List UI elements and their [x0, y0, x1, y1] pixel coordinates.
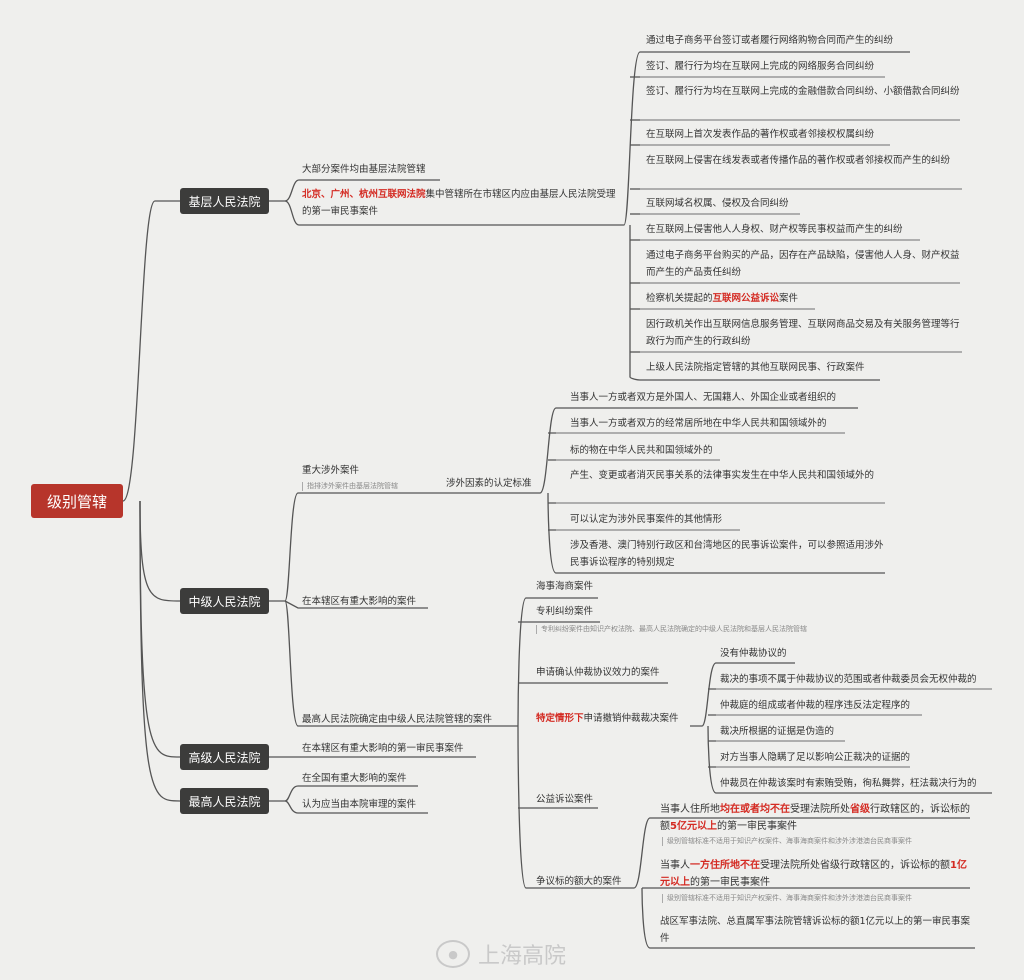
amount-rule-a-text-4: 的第一审民事案件: [716, 821, 797, 832]
criteria-6: 涉及香港、澳门特别行政区和台湾地区的民事诉讼案件，可以参照适用涉外民事诉讼程序的…: [570, 540, 884, 568]
revoke-arbitration-rest: 申请撤销仲裁裁决案件: [583, 713, 679, 724]
foreign-note: 指排涉外案件由基层法院管辖: [302, 482, 398, 491]
public-interest-case: 公益诉讼案件: [536, 794, 594, 805]
internet-case-10: 因行政机关作出互联网信息服务管理、互联网商品交易及有关服务管理等行政行为而产生的…: [646, 319, 960, 347]
amount-rule-c: 战区军事法院、总直属军事法院管辖诉讼标的额1亿元以上的第一审民事案件: [660, 916, 971, 944]
internet-courts-highlight: 北京、广州、杭州互联网法院: [302, 189, 426, 200]
internet-case-9-post: 案件: [779, 293, 799, 304]
watermark-text: 上海高院: [478, 944, 567, 969]
internet-case-8: 通过电子商务平台购买的产品，因存在产品缺陷，侵害他人人身、财产权益而产生的产品责…: [646, 250, 960, 278]
internet-case-2: 签订、履行行为均在互联网上完成的网络服务合同纠纷: [646, 61, 875, 72]
patent-case: 专利纠纷案件: [536, 606, 594, 617]
high-court-node: 高级人民法院: [180, 744, 269, 770]
amount-rule-a-highlight-1: 均在或者均不在: [720, 804, 790, 815]
large-amount-case: 争议标的额大的案件: [536, 876, 622, 887]
public-interest-highlight: 互联网公益诉讼: [712, 293, 780, 304]
supreme-item-2: 认为应当由本院审理的案件: [302, 799, 417, 810]
internet-case-3: 签订、履行行为均在互联网上完成的金融借款合同纠纷、小额借款合同纠纷: [646, 86, 960, 97]
amount-rule-a-text-1: 当事人住所地: [660, 804, 720, 815]
amount-rule-b: 当事人一方住所地不在受理法院所处省级行政辖区的，诉讼标的额1亿元以上的第一审民事…: [660, 857, 972, 891]
intermediate-court-node: 中级人民法院: [180, 588, 269, 614]
specific-circumstances-highlight: 特定情形下: [536, 713, 584, 724]
criteria-4: 产生、变更或者消灭民事关系的法律事实发生在中华人民共和国领域外的: [570, 470, 875, 481]
internet-case-9: 检察机关提起的互联网公益诉讼案件: [646, 290, 798, 307]
amount-rule-b-highlight-2: 1亿元以上: [660, 860, 967, 888]
revoke-reason-2: 裁决的事项不属于仲裁协议的范围或者仲裁委员会无权仲裁的: [720, 674, 977, 685]
amount-rule-a-text-2: 受理法院所处: [790, 804, 850, 815]
supreme-court-node: 最高人民法院: [180, 788, 269, 814]
supreme-item-1: 在全国有重大影响的案件: [302, 773, 407, 784]
criteria-3: 标的物在中华人民共和国领域外的: [570, 445, 713, 456]
criteria-5: 可以认定为涉外民事案件的其他情形: [570, 514, 723, 525]
revoke-arbitration-case: 特定情形下申请撤销仲裁裁决案件: [536, 710, 679, 727]
revoke-reason-1: 没有仲裁协议的: [720, 648, 787, 659]
amount-rule-b-text-1: 当事人: [660, 860, 690, 871]
maritime-case: 海事海商案件: [536, 581, 594, 592]
basic-item-2: 北京、广州、杭州互联网法院集中管辖所在市辖区内应由基层人民法院受理的第一审民事案…: [302, 186, 622, 220]
foreign-case: 重大涉外案件: [302, 465, 360, 476]
basic-court-node: 基层人民法院: [180, 188, 269, 214]
patent-note: 专利纠纷案件由知识产权法院、最高人民法院确定的中级人民法院和基层人民法院管辖: [536, 625, 807, 634]
amount-rule-b-text-2: 受理法院所处省级行政辖区的，诉讼标的额: [760, 860, 950, 871]
high-court-item: 在本辖区有重大影响的第一审民事案件: [302, 743, 464, 754]
amount-rule-a-note: 级别管辖标准不适用于知识产权案件、海事海商案件和涉外涉港澳台民商事案件: [662, 837, 912, 846]
root-node: 级别管辖: [31, 484, 123, 518]
internet-case-7: 在互联网上侵害他人人身权、财产权等民事权益而产生的纠纷: [646, 224, 903, 235]
criteria-2: 当事人一方或者双方的经常居所地在中华人民共和国领域外的: [570, 418, 827, 429]
internet-case-1: 通过电子商务平台签订或者履行网络购物合同而产生的纠纷: [646, 35, 894, 46]
revoke-reason-6: 仲裁员在仲裁该案时有索贿受贿，徇私舞弊，枉法裁决行为的: [720, 778, 977, 789]
confirm-arbitration-case: 申请确认仲裁协议效力的案件: [536, 667, 660, 678]
amount-rule-b-text-3: 的第一审民事案件: [690, 877, 770, 888]
amount-rule-a-text-3: 行政辖区的，诉讼标的额: [660, 804, 970, 832]
watermark: ● 上海高院: [436, 938, 566, 970]
basic-item-1: 大部分案件均由基层法院管辖: [302, 164, 426, 175]
basic-item-2-rest: 集中管辖所在市辖区内应由基层人民法院受理的第一审民事案件: [302, 189, 616, 217]
weibo-icon: ●: [436, 940, 470, 968]
criteria-1: 当事人一方或者双方是外国人、无国籍人、外国企业或者组织的: [570, 392, 837, 403]
amount-rule-b-note: 级别管辖标准不适用于知识产权案件、海事海商案件和涉外涉港澳台民商事案件: [662, 894, 912, 903]
foreign-criteria: 涉外因素的认定标准: [446, 478, 532, 489]
internet-case-4: 在互联网上首次发表作品的著作权或者邻接权权属纠纷: [646, 129, 875, 140]
amount-rule-a: 当事人住所地均在或者均不在受理法院所处省级行政辖区的，诉讼标的额5亿元以上的第一…: [660, 801, 972, 835]
revoke-reason-4: 裁决所根据的证据是伪造的: [720, 726, 835, 737]
amount-rule-a-highlight-2: 省级: [850, 804, 870, 815]
revoke-reason-3: 仲裁庭的组成或者仲裁的程序违反法定程序的: [720, 700, 911, 711]
amount-rule-b-highlight-1: 一方住所地不在: [690, 860, 760, 871]
designated-case: 最高人民法院确定由中级人民法院管辖的案件: [302, 714, 493, 725]
internet-case-6: 互联网域名权属、侵权及合同纠纷: [646, 198, 789, 209]
revoke-reason-5: 对方当事人隐瞒了足以影响公正裁决的证据的: [720, 752, 911, 763]
major-local-case: 在本辖区有重大影响的案件: [302, 596, 417, 607]
internet-case-11: 上级人民法院指定管辖的其他互联网民事、行政案件: [646, 362, 865, 373]
internet-case-5: 在互联网上侵害在线发表或者传播作品的著作权或者邻接权而产生的纠纷: [646, 155, 951, 166]
amount-rule-a-highlight-3: 5亿元以上: [670, 821, 717, 832]
internet-case-9-pre: 检察机关提起的: [646, 293, 713, 304]
